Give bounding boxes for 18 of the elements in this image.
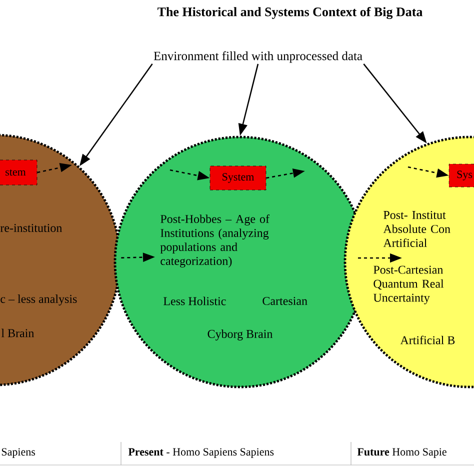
system-box: stem [0, 160, 38, 186]
circle-text: Post- Institut Absolute Con Artificial [383, 210, 450, 248]
timeline-label: Future Homo Sapie [357, 448, 446, 458]
circle-text: Cartesian [262, 296, 308, 306]
circle-text: Artificial B [400, 336, 455, 344]
circle-text: Cyborg Brain [208, 330, 273, 340]
circle-text: Less Holistic [164, 296, 226, 306]
circle-text: l Brain [1, 328, 34, 338]
circle-text: Post-Hobbes – Age of Institutions (analyzing populations and categorization) [160, 214, 270, 268]
system-box: Sys [448, 164, 474, 188]
annotation-text: Environment filled with unprocessed data [154, 51, 362, 63]
timeline-label: Sapiens [2, 448, 36, 458]
system-box: System [210, 166, 266, 190]
circle-text: c – less analysis [0, 294, 77, 306]
timeline-label: Present - Homo Sapiens Sapiens [128, 448, 274, 458]
circle-text: Post-Cartesian Quantum Real Uncertainty [373, 266, 444, 304]
circle-text: re-institution [0, 224, 62, 232]
diagram-title: The Historical and Systems Context of Big Data [158, 6, 423, 20]
